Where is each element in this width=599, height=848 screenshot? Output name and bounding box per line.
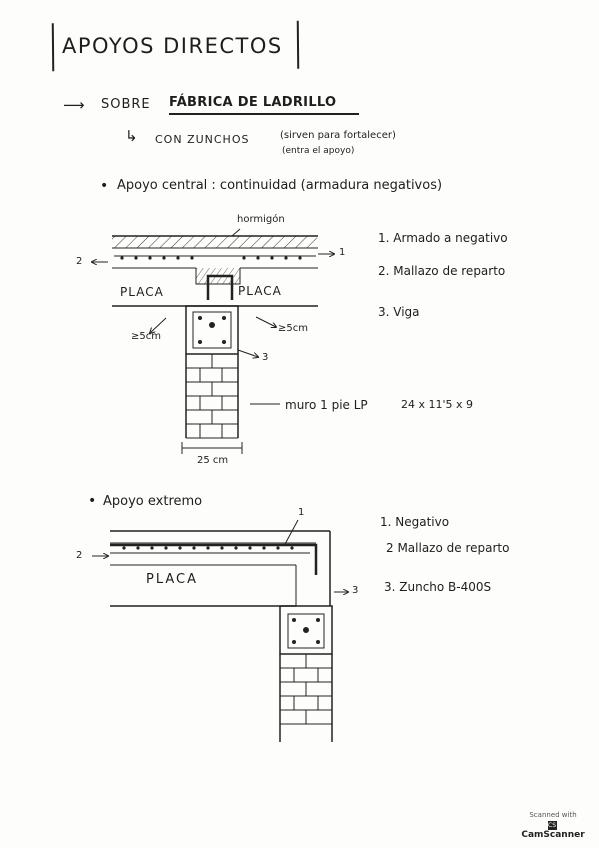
end-legend-item-1: 1. Negativo: [380, 515, 450, 529]
page-title: APOYOS DIRECTOS: [62, 34, 283, 58]
width-label: 25 cm: [197, 455, 229, 466]
arrow-right-icon: ⟶: [63, 96, 85, 114]
legend-item-1: 1. Armado a negativo: [378, 231, 508, 245]
sub-note-2: (entra el apoyo): [282, 146, 355, 156]
section-heading-prefix: SOBRE: [101, 97, 151, 112]
sub-label: CON ZUNCHOS: [155, 133, 250, 146]
corner-arrow-icon: ↳: [125, 127, 138, 145]
bullet-dot: •: [88, 493, 97, 509]
sub-note-1: (sirven para fortalecer): [280, 130, 396, 141]
end-placa: PLACA: [146, 572, 199, 587]
end-callout-3: 3: [352, 585, 359, 596]
end-legend-item-2: 2 Mallazo de reparto: [386, 541, 510, 555]
watermark-line1: Scanned with: [529, 811, 577, 819]
extremo-heading: Apoyo extremo: [103, 494, 203, 509]
placa-right: PLACA: [238, 284, 282, 298]
scanner-watermark: Scanned with CSCamScanner: [517, 810, 589, 840]
section-heading-main: FÁBRICA DE LADRILLO: [169, 95, 337, 110]
end-diagram: [92, 519, 348, 742]
central-diagram: [92, 228, 334, 454]
camscanner-logo-icon: CS: [547, 820, 557, 830]
central-heading: Apoyo central : continuidad (armadura ne…: [117, 178, 443, 193]
bullet-dot: •: [100, 178, 109, 194]
callout-1: 1: [339, 247, 346, 258]
muro-dims: 24 x 11'5 x 9: [401, 398, 474, 411]
legend-item-3: 3. Viga: [378, 305, 420, 319]
heading-underline: [169, 113, 359, 115]
watermark-brand: CamScanner: [521, 830, 585, 840]
placa-left: PLACA: [120, 285, 164, 299]
legend-item-2: 2. Mallazo de reparto: [378, 264, 506, 278]
end-callout-1: 1: [298, 507, 305, 518]
end-callout-2: 2: [76, 550, 83, 561]
callout-3: 3: [262, 352, 269, 363]
callout-2: 2: [76, 256, 83, 267]
dim-left: ≥5cm: [131, 331, 161, 342]
dim-right: ≥5cm: [278, 323, 308, 334]
hormigon-label: hormigón: [237, 214, 285, 225]
muro-label: muro 1 pie LP: [285, 398, 368, 412]
end-legend-item-3: 3. Zuncho B-400S: [384, 580, 492, 594]
